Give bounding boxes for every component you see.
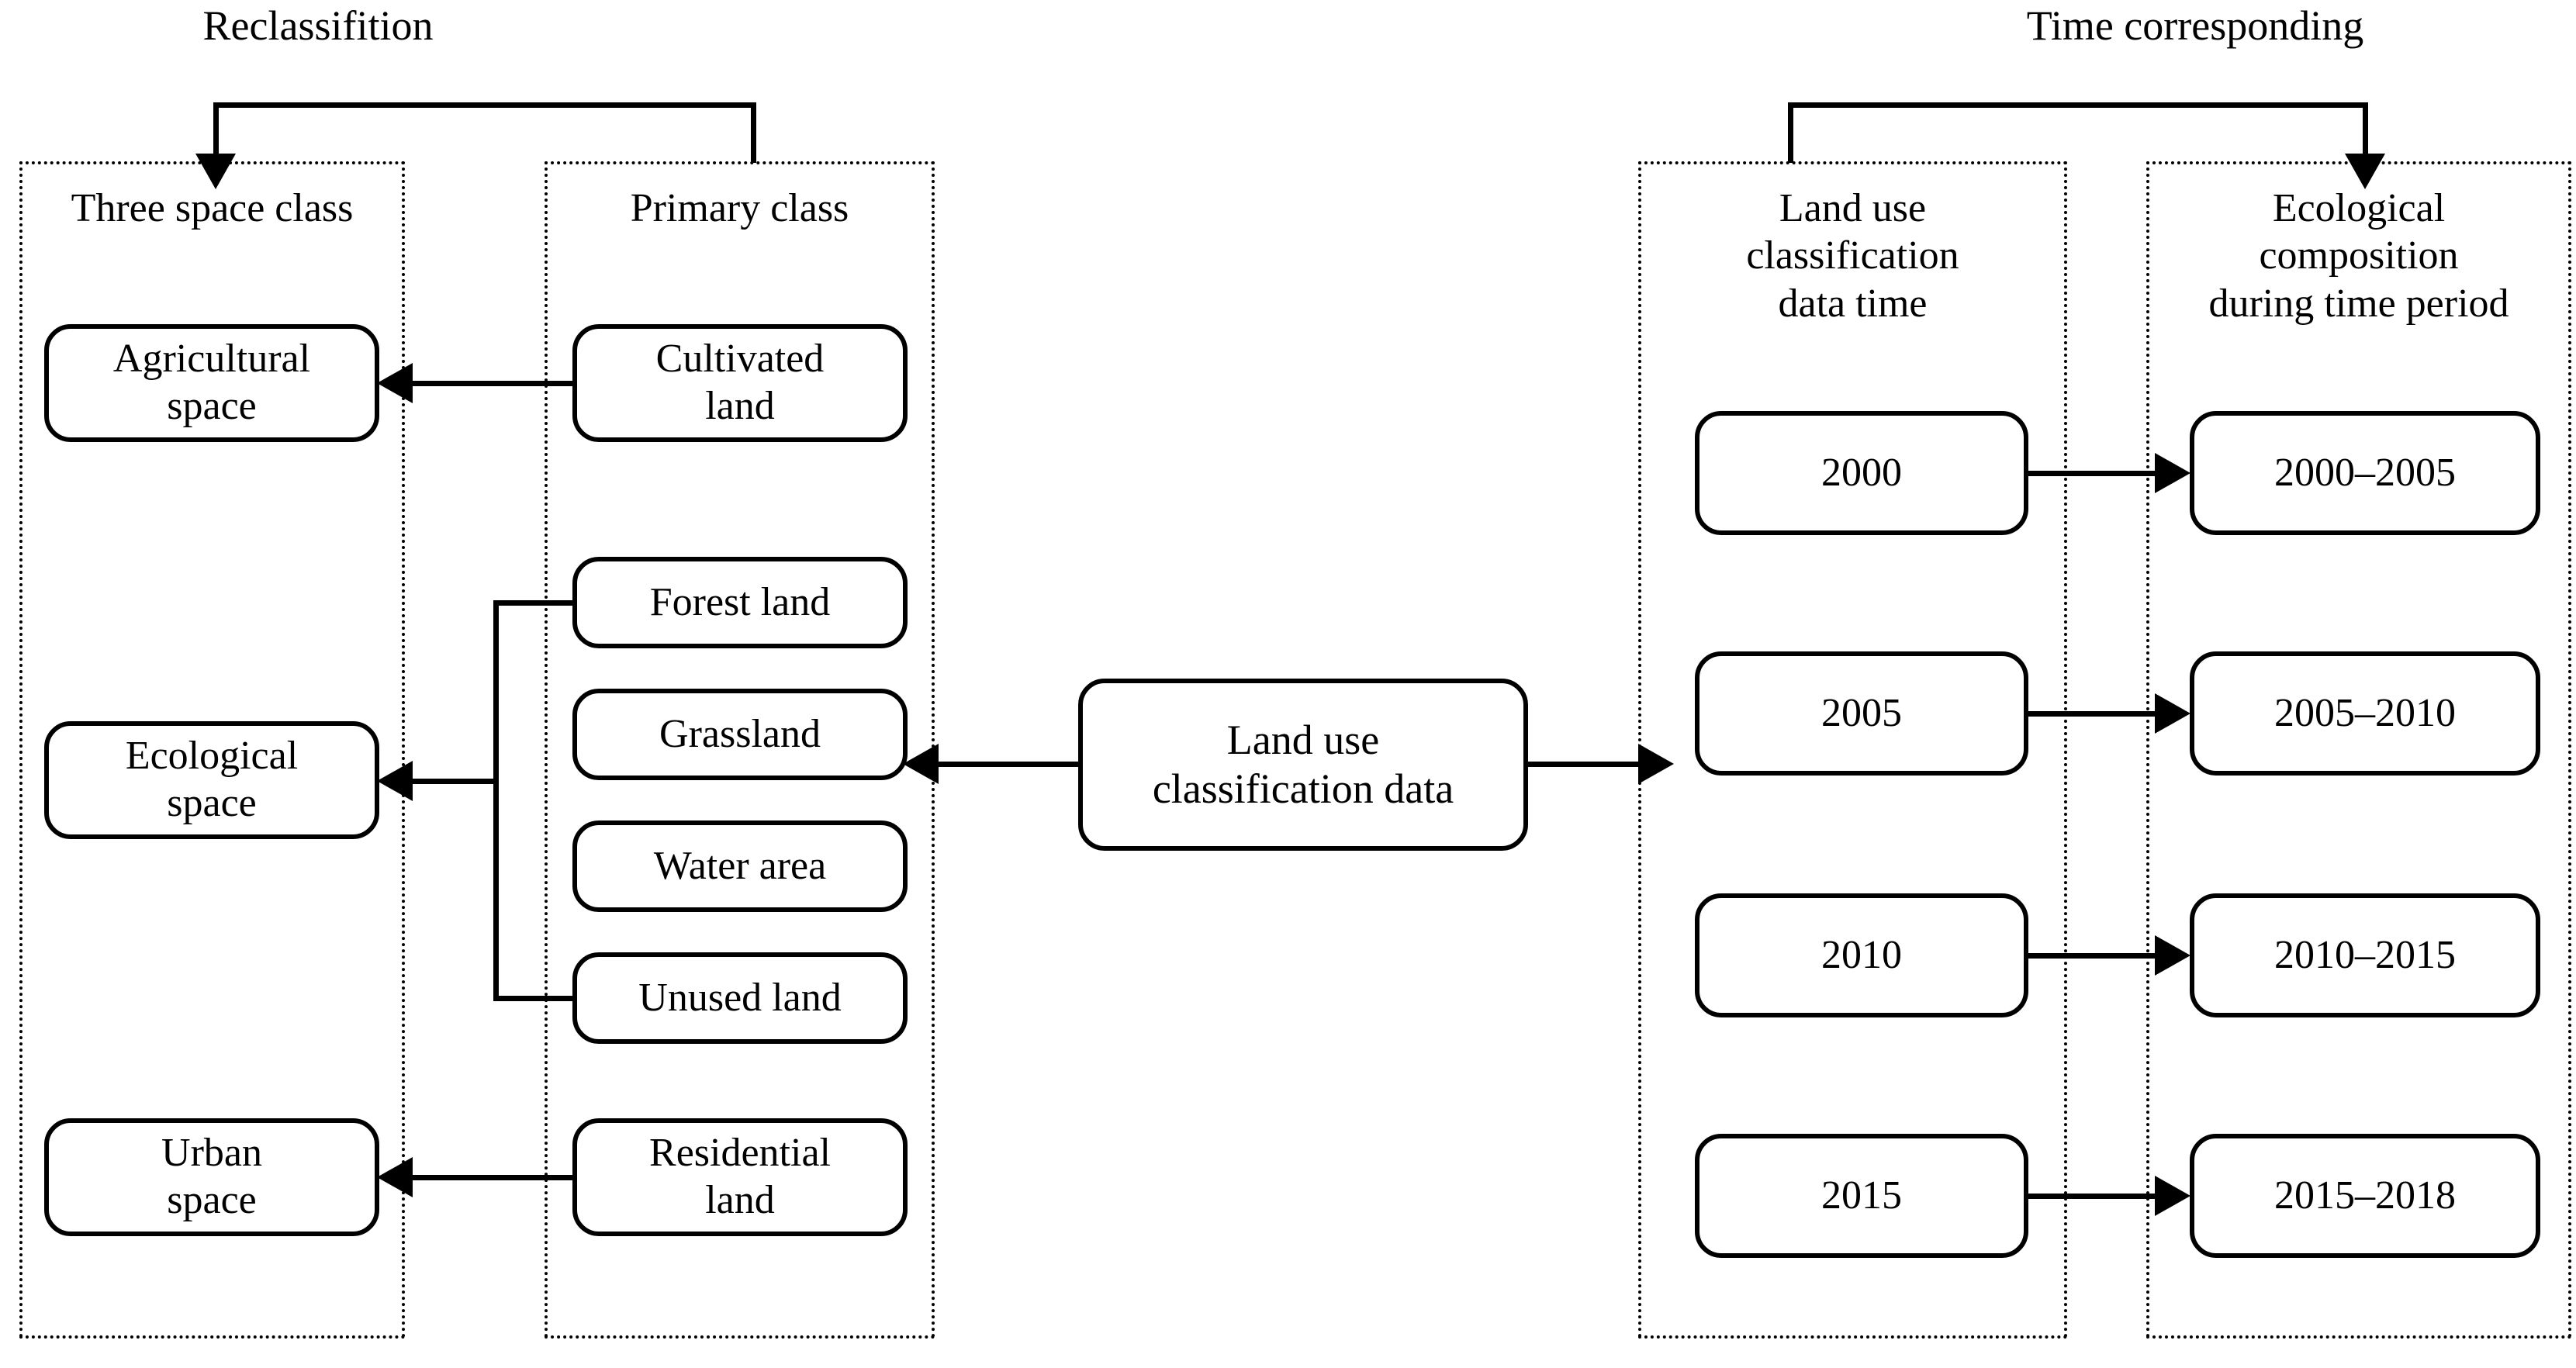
right-bracket-top (1788, 102, 2368, 108)
connector-forest-stub (493, 600, 576, 606)
connector-cultivated-arrowhead (377, 363, 413, 403)
group-label-ecological-composition-period: Ecological composition during time perio… (2208, 186, 2509, 326)
group-label-land-use-data-time: Land use classification data time (1746, 186, 1959, 326)
group-land-use-data-time: Land use classification data time (1638, 161, 2067, 1339)
right-bracket-right-stem (2363, 102, 2368, 158)
left-bracket-top (216, 102, 756, 108)
connector-2015-arrowhead (2155, 1176, 2190, 1216)
node-year-2015[interactable]: 2015 (1695, 1134, 2028, 1258)
right-bracket-left-stem (1788, 102, 1793, 163)
group-three-space-class: Three space class (19, 161, 405, 1339)
node-grassland[interactable]: Grassland (572, 689, 908, 780)
node-period-2015-2018[interactable]: 2015–2018 (2190, 1134, 2540, 1258)
connector-center-left-arrowhead (903, 744, 939, 784)
connector-cultivated-to-agricultural (411, 381, 576, 386)
connector-unused-stub (493, 996, 576, 1001)
node-urban-space[interactable]: Urban space (44, 1118, 379, 1236)
group-label-three-space-class: Three space class (71, 186, 354, 230)
connector-ecological-arrowhead (377, 761, 413, 801)
title-reclassification: Reclassifition (202, 2, 434, 49)
connector-center-to-primary (937, 762, 1081, 767)
connector-2000-to-2000-2005 (2026, 471, 2158, 476)
node-year-2010[interactable]: 2010 (1695, 893, 2028, 1017)
node-agricultural-space[interactable]: Agricultural space (44, 324, 379, 442)
node-period-2000-2005[interactable]: 2000–2005 (2190, 411, 2540, 535)
node-cultivated-land[interactable]: Cultivated land (572, 324, 908, 442)
connector-residential-arrowhead (377, 1157, 413, 1197)
node-year-2005[interactable]: 2005 (1695, 651, 2028, 776)
node-land-use-classification-data[interactable]: Land use classification data (1078, 679, 1528, 851)
left-bracket-left-stem (213, 102, 219, 158)
node-water-area[interactable]: Water area (572, 820, 908, 912)
connector-2000-arrowhead (2155, 453, 2190, 493)
connector-center-to-time (1525, 762, 1641, 767)
group-label-primary-class: Primary class (630, 186, 849, 230)
node-ecological-space[interactable]: Ecological space (44, 721, 379, 839)
connector-2005-arrowhead (2155, 693, 2190, 734)
connector-2010-arrowhead (2155, 935, 2190, 976)
node-unused-land[interactable]: Unused land (572, 952, 908, 1044)
connector-2005-to-2005-2010 (2026, 711, 2158, 717)
connector-ecological-bracket-spine (493, 600, 499, 1001)
left-bracket-right-stem (751, 102, 756, 163)
node-residential-land[interactable]: Residential land (572, 1118, 908, 1236)
title-time-corresponding: Time corresponding (2026, 2, 2364, 49)
node-forest-land[interactable]: Forest land (572, 557, 908, 648)
node-year-2000[interactable]: 2000 (1695, 411, 2028, 535)
connector-residential-to-urban (411, 1175, 576, 1180)
left-bracket-arrowhead (195, 154, 236, 189)
node-period-2010-2015[interactable]: 2010–2015 (2190, 893, 2540, 1017)
right-bracket-arrowhead (2345, 154, 2385, 189)
group-ecological-composition-period: Ecological composition during time perio… (2146, 161, 2571, 1339)
node-period-2005-2010[interactable]: 2005–2010 (2190, 651, 2540, 776)
connector-2015-to-2015-2018 (2026, 1194, 2158, 1199)
connector-ecological-arm (411, 779, 498, 784)
connector-center-right-arrowhead (1638, 744, 1674, 784)
connector-2010-to-2010-2015 (2026, 953, 2158, 959)
